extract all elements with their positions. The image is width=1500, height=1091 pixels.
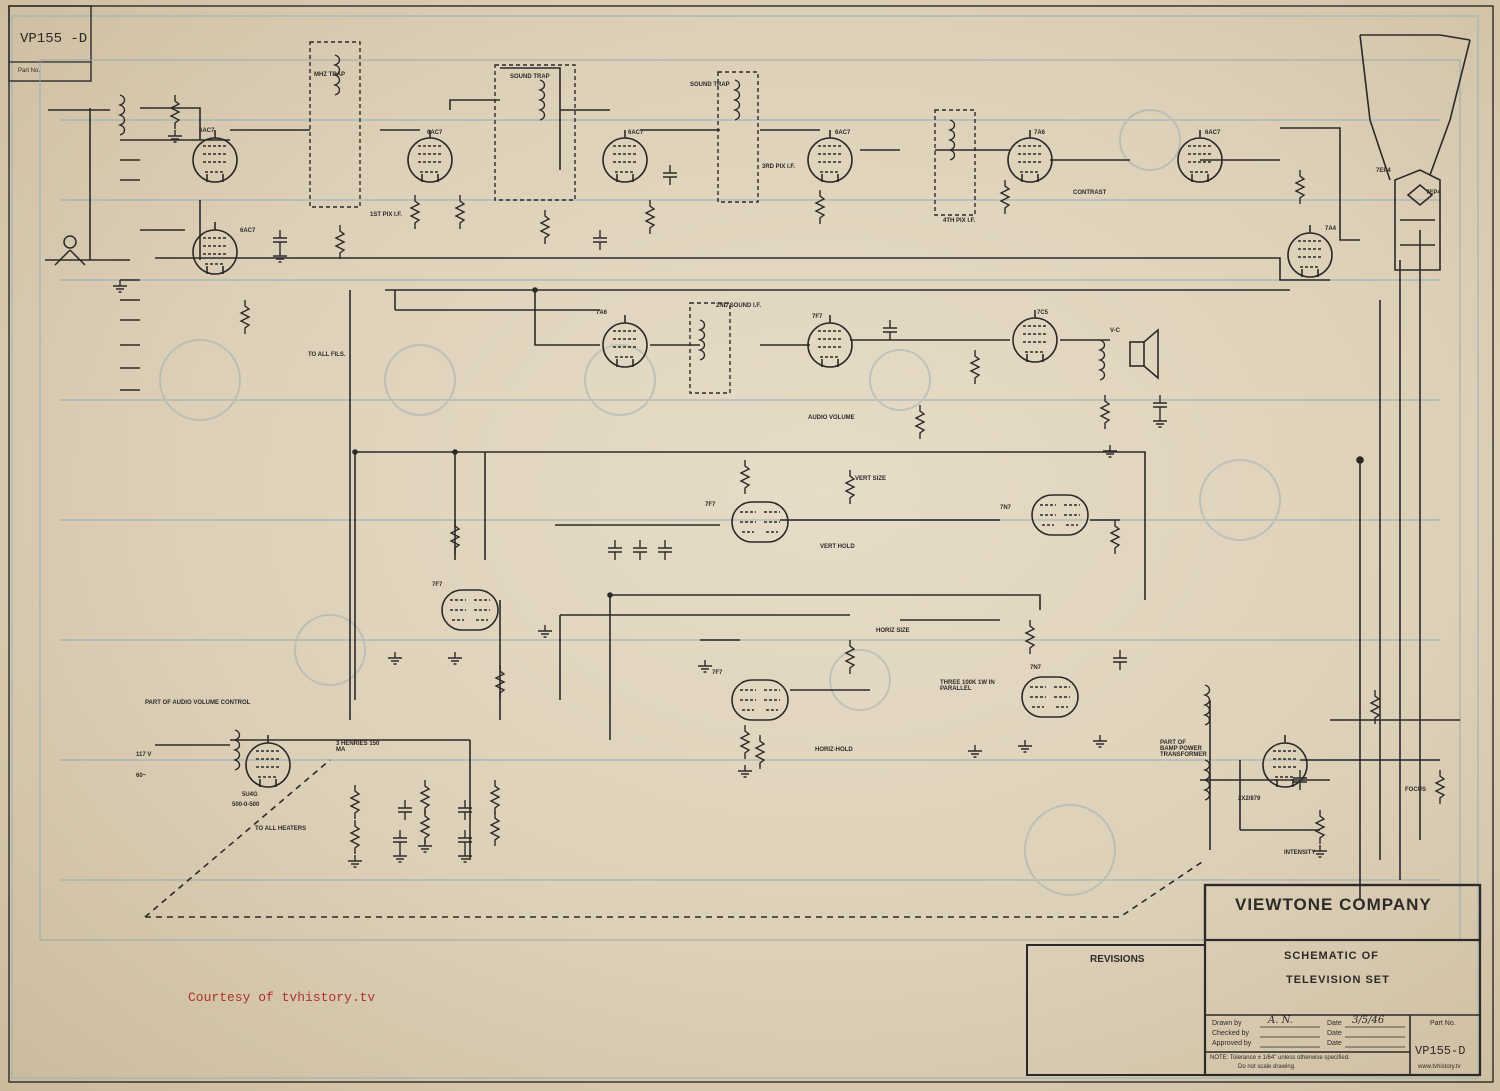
drawing-title-line2: TELEVISION SET (1286, 974, 1390, 986)
drawn-by-signature: A. N. (1268, 1015, 1293, 1026)
scale-note: Do not scale drawing. (1238, 1064, 1296, 1070)
line-voltage-label: 117 V (136, 752, 152, 758)
contrast-label: CONTRAST (1073, 190, 1107, 196)
audio-volume-label: AUDIO VOLUME (808, 415, 855, 421)
speaker-icon (1129, 328, 1159, 380)
tube-symbols (192, 129, 1333, 788)
tube-label: 5U4G (242, 792, 258, 798)
heaters-note: TO ALL HEATERS (255, 826, 307, 832)
revisions-heading: REVISIONS (1090, 954, 1145, 965)
transformer-voltage-label: 500-0-500 (232, 802, 260, 808)
tube-label: 7F7 (432, 582, 443, 588)
approved-by-label: Approved by (1212, 1040, 1252, 1047)
drawn-date-value: 3/5/46 (1352, 1015, 1385, 1026)
tube-label: 6AC7 (1205, 130, 1221, 136)
vert-hold-label: VERT HOLD (820, 544, 855, 550)
horiz-size-label: HORIZ SIZE (876, 628, 910, 634)
tube-label: 7F7 (812, 314, 823, 320)
shield-cans (309, 41, 976, 394)
checked-by-label: Checked by (1212, 1030, 1249, 1037)
date-label: Date (1327, 1020, 1342, 1027)
tube-label: 7C5 (1037, 310, 1049, 316)
tube-label: 2X2/879 (1238, 796, 1261, 802)
tube-label: 6AC7 (199, 128, 215, 134)
tube-label: 7EP4 (1376, 168, 1391, 174)
tube-label: 7A4 (1325, 226, 1337, 232)
tube-label: 7A6 (596, 310, 608, 316)
stage-label: 1ST PIX I.F. (370, 212, 403, 218)
line-frequency-label: 60~ (136, 773, 147, 779)
tube-label: 7N7 (1000, 505, 1012, 511)
tube-label: 6AC7 (240, 228, 256, 234)
horiz-hold-label: HORIZ-HOLD (815, 747, 853, 753)
part-no-value: VP155-D (1415, 1044, 1466, 1058)
title-block-lines (1026, 883, 1482, 1077)
tube-label: 7A6 (1034, 130, 1046, 136)
antenna-coil-stack (54, 139, 140, 391)
courtesy-credit: Courtesy of tvhistory.tv (188, 990, 376, 1005)
tolerance-note: NOTE: Tolerance ± 1/64" unless otherwise… (1210, 1055, 1350, 1061)
tube-label: 6AC7 (835, 130, 851, 136)
stage-label: 2ND SOUND I.F. (716, 303, 762, 309)
parallel-resistor-note: THREE 100K 1W IN PARALLEL (940, 680, 995, 692)
trap-label: SOUND TRAP (510, 74, 550, 80)
stage-label: 3RD PIX I.F. (762, 164, 796, 170)
tube-label: 6AC7 (628, 130, 644, 136)
choke-label: 3 HENRIES 150 MA (336, 741, 380, 753)
watermark-url: www.tvhistory.tv (1418, 1064, 1461, 1070)
filament-label: TO ALL FILS. (308, 352, 346, 358)
date-label: Date (1327, 1040, 1342, 1047)
drawn-by-label: Drawn by (1212, 1020, 1242, 1027)
corner-drawing-number: VP155 -D (20, 31, 88, 47)
vc-label: V-C (1110, 328, 1121, 334)
vert-size-label: VERT SIZE (855, 476, 887, 482)
trap-label: SOUND TRAP (690, 82, 730, 88)
faint-background-schematic (39, 59, 1461, 941)
intensity-label: INTENSITY (1284, 850, 1316, 856)
crt-type-label: 7EP4 (1426, 190, 1441, 196)
tube-label: 7F7 (705, 502, 716, 508)
audio-volume-control-note: PART OF AUDIO VOLUME CONTROL (145, 700, 251, 706)
chassis-dashed-line (144, 759, 1206, 918)
part-no-label: Part No. (1430, 1020, 1456, 1027)
junction-dots (352, 287, 1364, 598)
tube-label: 7N7 (1030, 665, 1042, 671)
focus-label: FOCUS (1405, 787, 1426, 793)
circuit-wiring (45, 34, 1471, 900)
tube-label: 7F7 (712, 670, 723, 676)
crt-icon (1394, 169, 1441, 271)
power-transformer-note: PART OF BAMP POWER TRANSFORMER (1160, 740, 1207, 758)
trap-label: MHZ TRAP (314, 72, 345, 78)
date-label: Date (1327, 1030, 1342, 1037)
stage-label: 4TH PIX I.F. (943, 218, 976, 224)
corner-part-no-label: Part No. (18, 68, 41, 74)
border-frames (8, 5, 1494, 1083)
company-name: VIEWTONE COMPANY (1235, 895, 1432, 914)
tube-label: 6AC7 (427, 130, 443, 136)
drawing-title-line1: SCHEMATIC OF (1284, 950, 1379, 962)
